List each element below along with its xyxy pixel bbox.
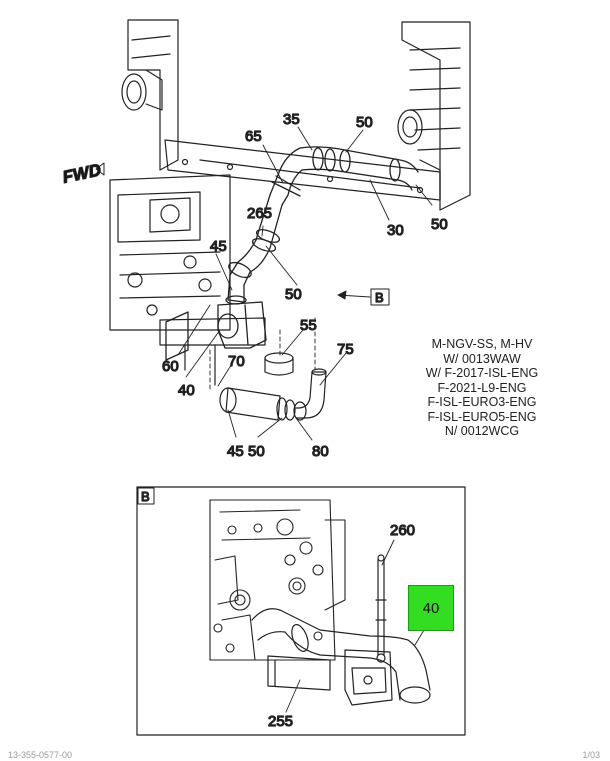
callout-45-upper: 45: [210, 238, 227, 255]
fwd-label: FWD: [61, 160, 103, 187]
detail-engine: [209, 499, 346, 661]
footer-illustration-id: 13-355-0577-00: [8, 750, 73, 760]
highlighted-part-label: 40: [422, 599, 440, 617]
callout-30: 30: [387, 222, 404, 239]
engine-frame: [109, 19, 471, 386]
note-line: N/ 0012WCG: [444, 424, 520, 438]
highlighted-part-40[interactable]: 40: [408, 585, 454, 631]
callout-50-lower: 50: [248, 443, 265, 460]
view-b-marker: [370, 288, 390, 306]
callout-65: 65: [245, 128, 262, 145]
callout-70: 70: [228, 353, 245, 370]
callout-255: 255: [268, 713, 293, 730]
callout-35: 35: [283, 111, 300, 128]
note-line: F-2021-L9-ENG: [437, 380, 527, 395]
note-line: W/ 0013WAW: [443, 351, 521, 366]
note-line: M-NGV-SS, M-HV: [431, 337, 533, 351]
callout-75: 75: [337, 341, 354, 358]
callout-260: 260: [390, 522, 415, 539]
callout-55: 55: [300, 317, 317, 334]
callouts: 35 50 65 30 50 265 45 50 55 75 60 70 40 …: [60, 110, 448, 730]
callout-50-mid: 50: [285, 286, 302, 303]
detail-view-label-box: [137, 487, 155, 505]
callout-50-right: 50: [431, 216, 448, 233]
callout-45-lower: 45: [227, 443, 244, 460]
note-line: F-ISL-EURO3-ENG: [427, 395, 537, 409]
charge-air-pipes: [165, 146, 419, 361]
callout-50-top: 50: [356, 114, 373, 131]
applicability-note: M-NGV-SS, M-HV W/ 0013WAW W/ F-2017-ISL-…: [412, 337, 552, 439]
fwd-arrow-icon: [95, 162, 105, 176]
view-b-label: B: [375, 290, 384, 305]
note-line: W/ F-2017-ISL-ENG: [425, 366, 539, 380]
note-line: F-ISL-EURO5-ENG: [427, 409, 537, 424]
exploded-parts: [219, 352, 327, 421]
callout-265: 265: [247, 205, 272, 222]
detail-hose: [251, 554, 431, 706]
page-number: 1/03: [582, 750, 600, 760]
leader-lines-upper: [177, 126, 433, 441]
callout-60: 60: [162, 358, 179, 375]
callout-80: 80: [312, 443, 329, 460]
callout-40-upper: 40: [178, 382, 195, 399]
detail-view-frame: [136, 486, 466, 736]
detail-view-label: B: [141, 489, 150, 504]
